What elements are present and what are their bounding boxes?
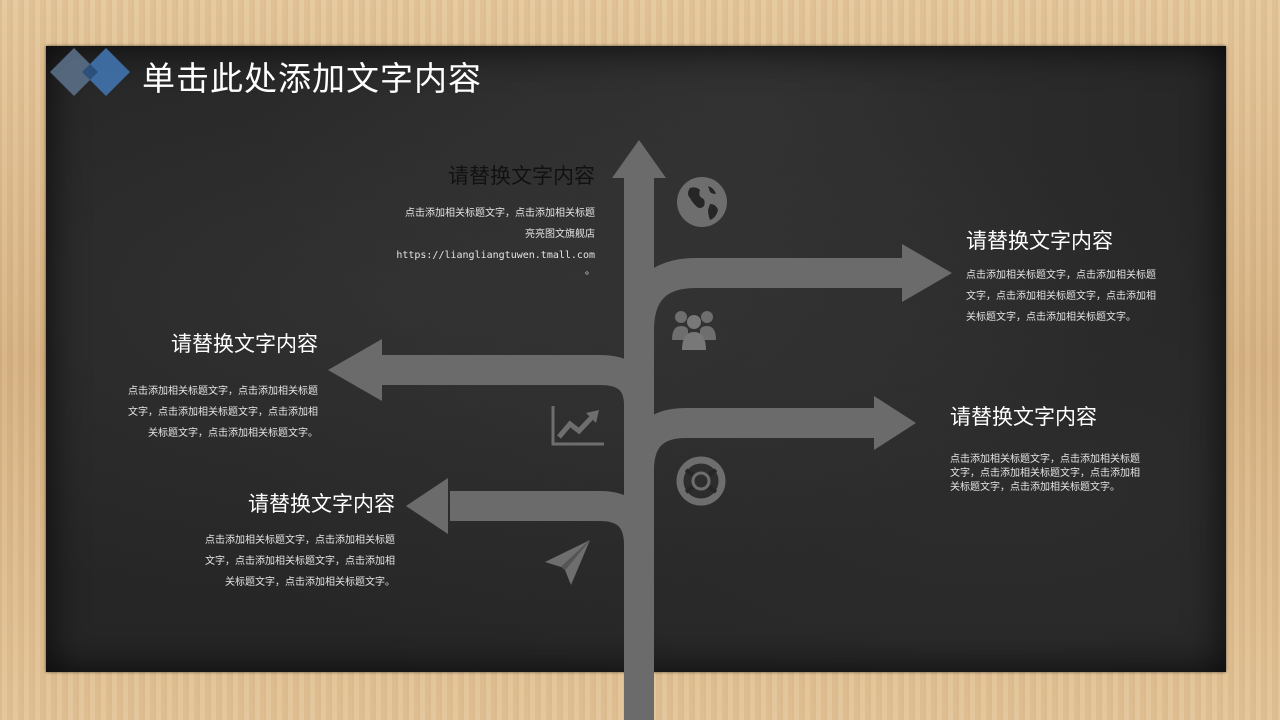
branch-right-lower xyxy=(624,408,878,520)
diamond-logo-icon xyxy=(50,48,130,96)
branch-right-upper xyxy=(624,258,905,420)
heading-right-lower: 请替换文字内容 xyxy=(950,405,1097,429)
arrowhead-right-upper xyxy=(902,244,952,302)
page-title: 单击此处添加文字内容 xyxy=(142,59,482,98)
arrowhead-up xyxy=(612,140,666,178)
text-line: 文字，点击添加相关标题文字，点击添加相 xyxy=(966,291,1156,302)
text-line: https://liangliangtuwen.tmall.com xyxy=(396,250,595,261)
team-icon xyxy=(672,311,716,350)
text-line: 。 xyxy=(585,266,595,277)
globe-icon xyxy=(677,177,727,227)
heading-left-upper: 请替换文字内容 xyxy=(171,332,318,356)
text-line: 文字，点击添加相关标题文字，点击添加相 xyxy=(128,407,318,418)
text-line: 亮亮图文旗舰店 xyxy=(525,229,595,240)
body-right-upper: 点击添加相关标题文字，点击添加相关标题 文字，点击添加相关标题文字，点击添加相 … xyxy=(966,265,1196,328)
text-line: 关标题文字，点击添加相关标题文字。 xyxy=(225,577,395,588)
heading-right-upper: 请替换文字内容 xyxy=(966,229,1113,253)
text-line: 关标题文字，点击添加相关标题文字。 xyxy=(148,428,318,439)
body-left-upper: 点击添加相关标题文字，点击添加相关标题 文字，点击添加相关标题文字，点击添加相 … xyxy=(88,381,318,444)
trend-chart-icon xyxy=(551,406,604,446)
heading-top: 请替换文字内容 xyxy=(448,164,595,188)
branch-left-upper xyxy=(380,355,654,420)
text-line: 关标题文字，点击添加相关标题文字。 xyxy=(950,482,1120,493)
branch-left-lower xyxy=(450,491,654,580)
body-right-lower: 点击添加相关标题文字，点击添加相关标题 文字，点击添加相关标题文字，点击添加相 … xyxy=(950,453,1180,495)
arrowhead-left-lower xyxy=(406,478,448,534)
paper-plane-icon xyxy=(545,540,590,585)
text-line: 点击添加相关标题文字，点击添加相关标题 xyxy=(205,535,395,546)
text-line: 关标题文字，点击添加相关标题文字。 xyxy=(966,312,1136,323)
arrowhead-left-upper xyxy=(328,339,382,401)
body-top: 点击添加相关标题文字，点击添加相关标题 亮亮图文旗舰店 https://lian… xyxy=(355,203,595,278)
text-line: 点击添加相关标题文字，点击添加相关标题 xyxy=(950,454,1140,465)
text-line: 点击添加相关标题文字，点击添加相关标题 xyxy=(128,386,318,397)
text-line: 点击添加相关标题文字，点击添加相关标题 xyxy=(966,270,1156,281)
heading-left-lower: 请替换文字内容 xyxy=(248,492,395,516)
text-line: 点击添加相关标题文字，点击添加相关标题 xyxy=(405,208,595,219)
lifebuoy-icon xyxy=(676,456,726,506)
body-left-lower: 点击添加相关标题文字，点击添加相关标题 文字，点击添加相关标题文字，点击添加相 … xyxy=(165,530,395,593)
arrowhead-right-lower xyxy=(874,396,916,450)
text-line: 文字，点击添加相关标题文字，点击添加相 xyxy=(950,468,1140,479)
text-line: 文字，点击添加相关标题文字，点击添加相 xyxy=(205,556,395,567)
